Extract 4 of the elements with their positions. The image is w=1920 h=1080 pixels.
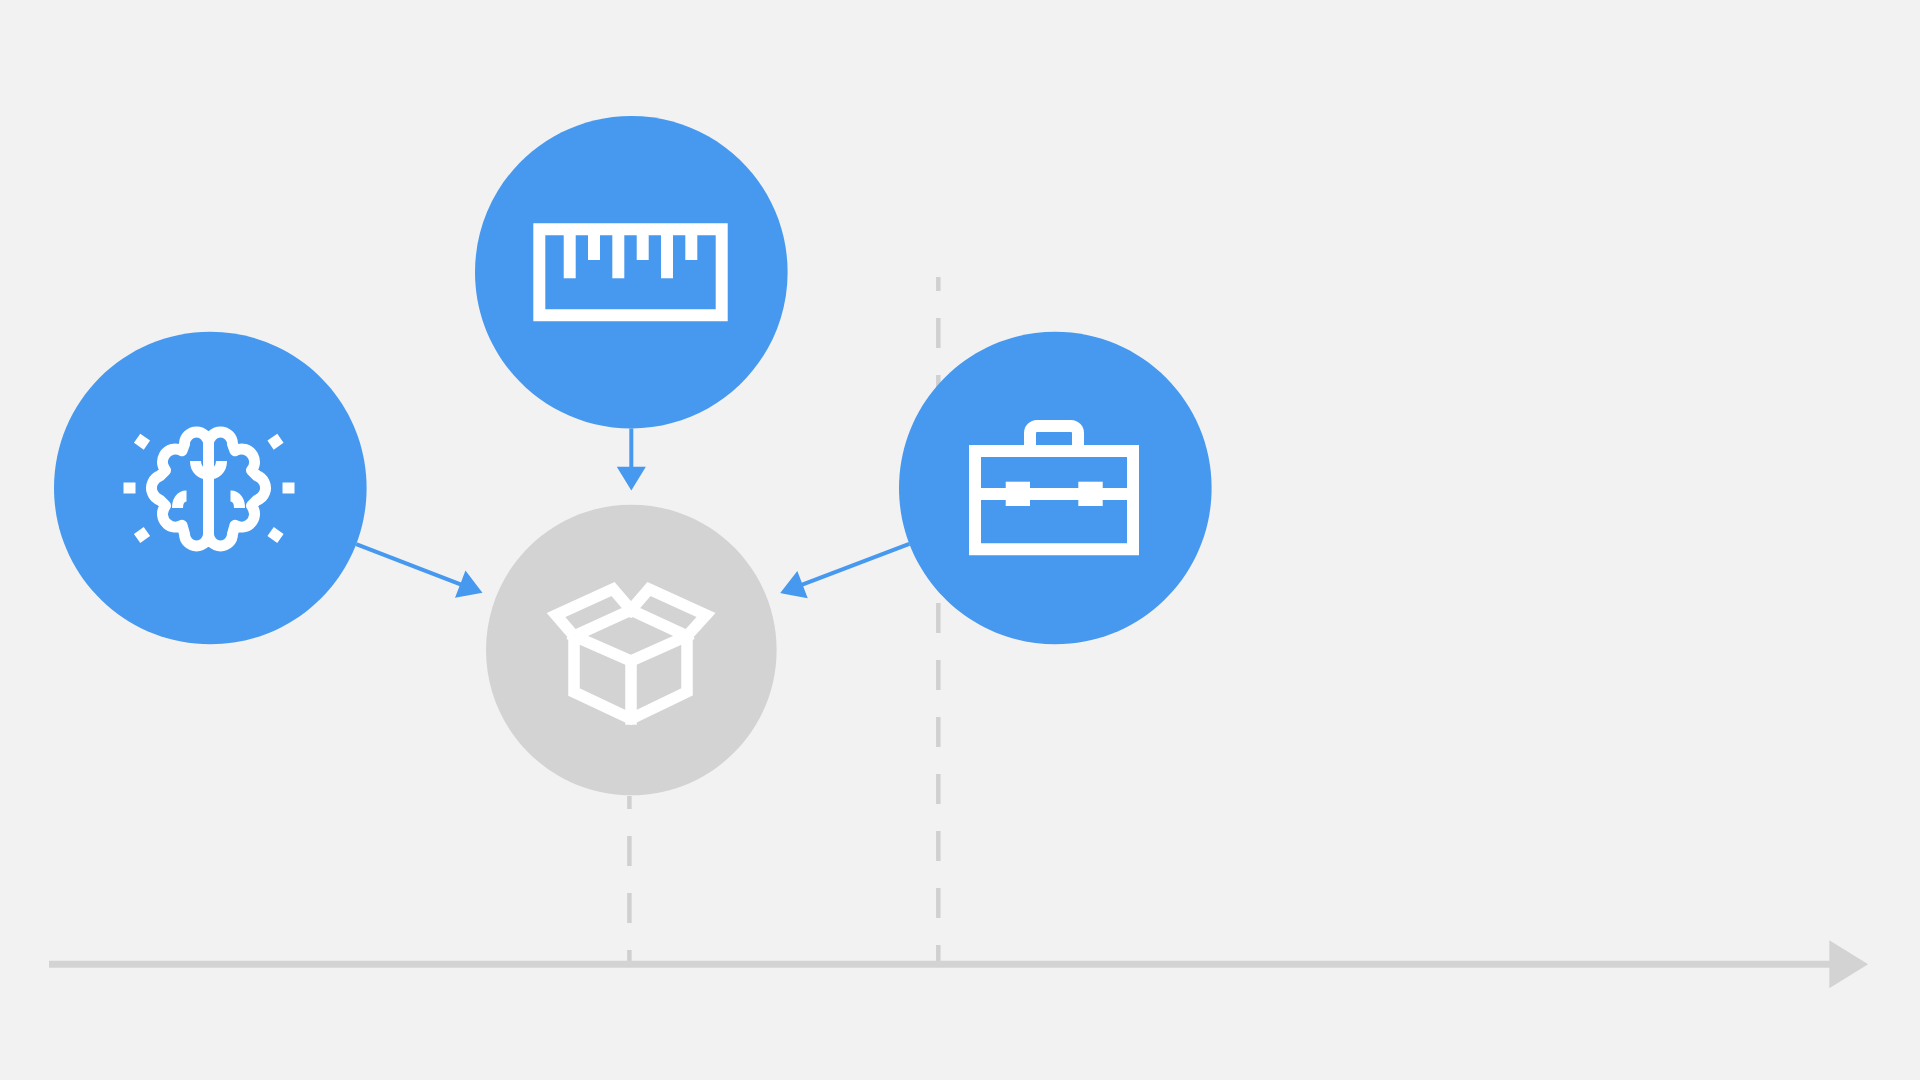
icon-circle bbox=[899, 331, 1212, 645]
icon-circle bbox=[486, 504, 777, 796]
icon-circle bbox=[54, 331, 367, 645]
icon-circle bbox=[475, 115, 788, 429]
